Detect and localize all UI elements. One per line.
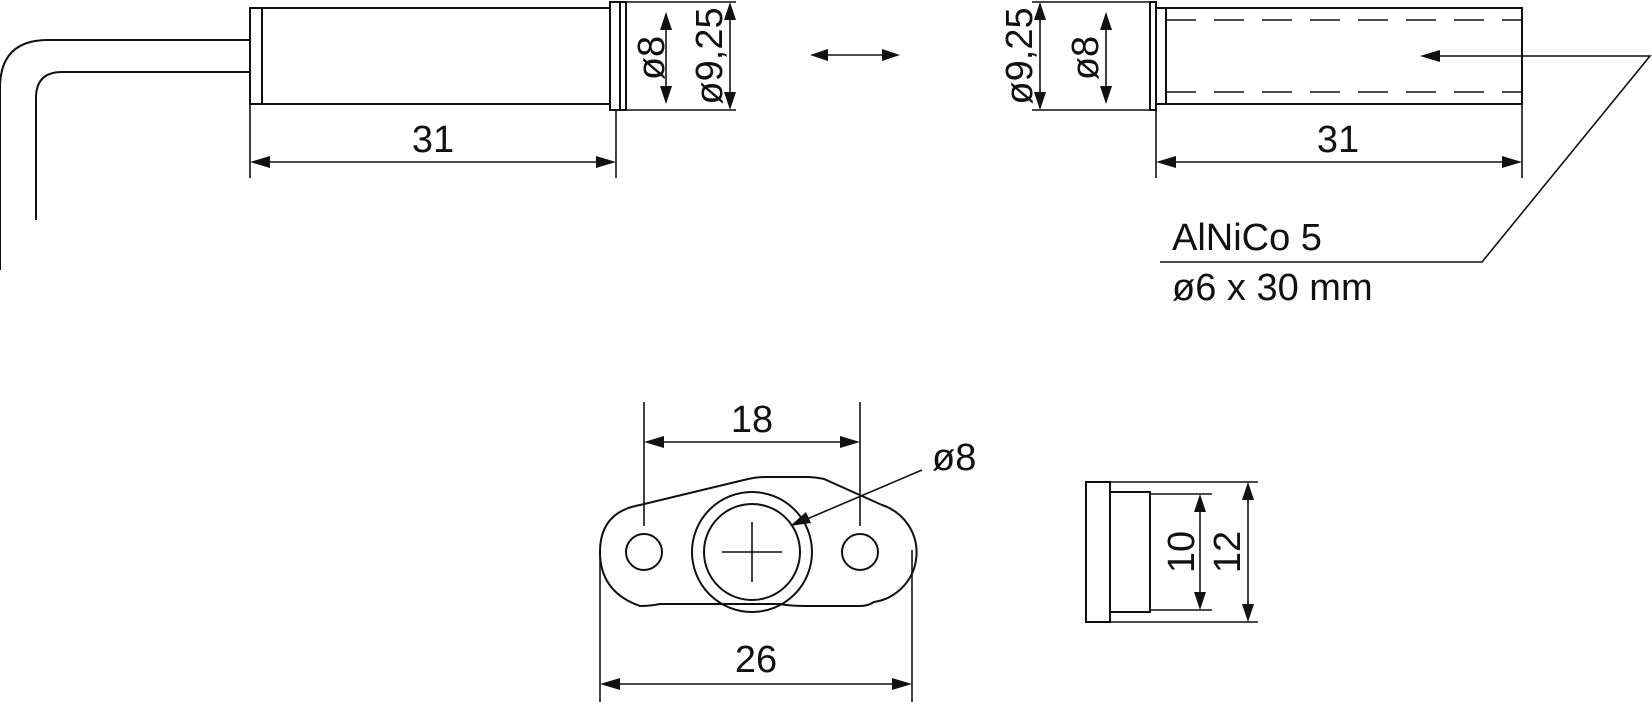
magnet-holder-inner-diameter-label: ø8 xyxy=(1065,36,1107,80)
sensor-outer-diameter-label: ø9,25 xyxy=(689,7,731,104)
sensor-tip-shoulder xyxy=(619,1,627,111)
flange-hole-spacing-arrow-right xyxy=(840,436,860,448)
sensor-inner-diameter-arrow-bottom xyxy=(660,86,672,104)
double-arrow-icon xyxy=(810,49,900,61)
flange-view: ø8 18 26 xyxy=(598,399,976,702)
magnet-holder-inner-diameter-arrow-top xyxy=(1100,12,1112,30)
side-view-outer-height-arrow-top xyxy=(1242,482,1254,500)
magnet-note-leader-arrow xyxy=(1420,50,1440,62)
sensor-tip xyxy=(609,1,621,111)
magnet-size-label: ø6 x 30 mm xyxy=(1172,267,1373,309)
magnet-holder-shoulder xyxy=(1149,1,1157,111)
magnet-holder-length-arrow-left xyxy=(1156,156,1176,168)
flange-bore-outer xyxy=(691,491,813,613)
sensor-length-arrow-right xyxy=(596,156,616,168)
side-view-outer-height-label: 12 xyxy=(1207,531,1249,573)
sensor-cable xyxy=(0,39,250,270)
magnet-holder-view: 31 ø9,25 ø8 AlNiCo 5 ø6 x 30 mm xyxy=(999,1,1652,309)
sensor-outer-diameter-arrow-top xyxy=(724,2,736,20)
flange-hole-right xyxy=(841,533,879,571)
flange-width-arrow-right xyxy=(892,678,912,690)
flange-bore-leader xyxy=(799,469,923,523)
magnet-holder-length-arrow-right xyxy=(1502,156,1522,168)
magnet-note-leader xyxy=(1160,55,1652,263)
flange-hole-left xyxy=(625,533,663,571)
flange-width-label: 26 xyxy=(735,639,777,681)
side-view-inner-height-arrow-bottom xyxy=(1194,592,1206,610)
sensor-body xyxy=(261,7,611,105)
side-view: 10 12 xyxy=(1085,481,1258,623)
sensor-outer-diameter-arrow-bottom xyxy=(724,92,736,110)
sensor-inner-diameter-label: ø8 xyxy=(631,36,673,80)
flange-bore-inner xyxy=(703,503,801,601)
side-view-outer-height-arrow-bottom xyxy=(1242,604,1254,622)
magnet-holder-length-label: 31 xyxy=(1317,119,1359,161)
magnet-material-label: AlNiCo 5 xyxy=(1172,217,1322,259)
magnet-holder-head xyxy=(1155,7,1167,105)
sensor-length-label: 31 xyxy=(412,119,454,161)
sensor-length-arrow-left xyxy=(250,156,270,168)
magnet-holder-outer-diameter-label: ø9,25 xyxy=(999,7,1041,104)
flange-bore-label: ø8 xyxy=(932,437,976,479)
magnet-holder-inner-diameter-arrow-bottom xyxy=(1100,86,1112,104)
sensor-end-cap xyxy=(249,7,263,105)
flange-hole-spacing-arrow-left xyxy=(644,436,664,448)
flange-outline xyxy=(598,476,918,608)
side-view-inner-height-label: 10 xyxy=(1161,531,1203,573)
flange-hole-spacing-label: 18 xyxy=(731,399,773,441)
side-view-flange xyxy=(1085,481,1111,623)
flange-width-arrow-left xyxy=(600,678,620,690)
magnet-holder-outer-diameter-arrow-bottom xyxy=(1034,92,1046,110)
side-view-inner-height-arrow-top xyxy=(1194,494,1206,512)
sensor-view: 31 ø8 ø9,25 xyxy=(0,1,736,270)
flange-bore-leader-arrow xyxy=(790,512,811,526)
magnet-holder-outer-diameter-arrow-top xyxy=(1034,2,1046,20)
sensor-inner-diameter-arrow-top xyxy=(660,12,672,30)
sensor-cable-inner xyxy=(35,71,250,220)
side-view-body xyxy=(1109,491,1151,613)
